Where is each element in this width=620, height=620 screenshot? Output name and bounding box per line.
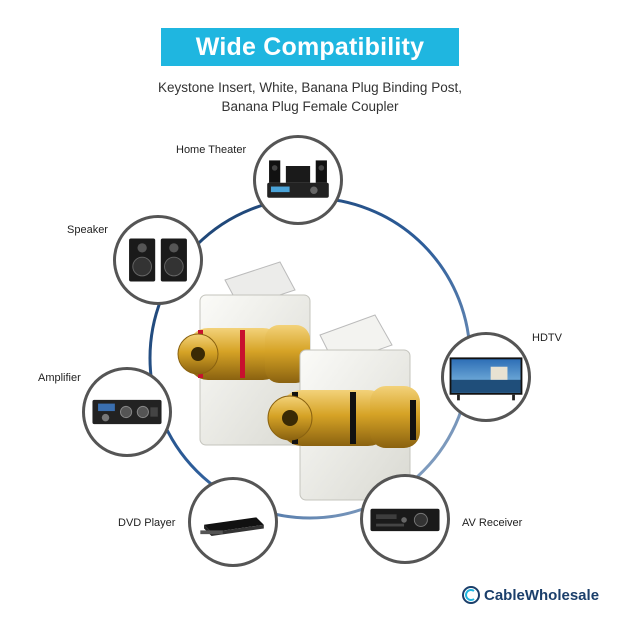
- av-receiver-circle: [360, 474, 450, 564]
- dvd-player-circle: [188, 477, 278, 567]
- amplifier-label: Amplifier: [38, 372, 81, 384]
- subtitle-line-1: Keystone Insert, White, Banana Plug Bind…: [158, 80, 462, 95]
- speaker-label: Speaker: [67, 224, 108, 236]
- keystone-coupler-image: [170, 250, 455, 520]
- home-theater-label: Home Theater: [176, 144, 247, 156]
- amplifier-icon: [92, 399, 162, 425]
- av-receiver-label: AV Receiver: [462, 517, 523, 529]
- red-binding-post-insert: [177, 261, 311, 446]
- av-receiver-icon: [370, 508, 440, 532]
- subtitle-line-2: Banana Plug Female Coupler: [221, 99, 399, 114]
- amplifier-circle: [82, 367, 172, 457]
- black-binding-post-insert: [267, 314, 420, 501]
- speaker-icon: [129, 238, 187, 282]
- page-title: Wide Compatibility: [195, 32, 425, 61]
- tv-icon: [449, 357, 523, 401]
- hdtv-circle: [441, 332, 531, 422]
- home-theater-circle: [253, 135, 343, 225]
- speaker-circle: [113, 215, 203, 305]
- hdtv-label: HDTV: [532, 332, 562, 344]
- cablewholesale-logo: CableWholesale: [462, 584, 599, 606]
- dvd-player-label: DVD Player: [118, 517, 176, 529]
- dvd-player-icon: [200, 517, 264, 536]
- title-banner: Wide Compatibility: [161, 28, 459, 66]
- brand-name: CableWholesale: [484, 586, 600, 604]
- home-theater-icon: [267, 160, 329, 198]
- cablewholesale-logo-icon: [462, 586, 480, 604]
- subtitle: Keystone Insert, White, Banana Plug Bind…: [110, 78, 510, 116]
